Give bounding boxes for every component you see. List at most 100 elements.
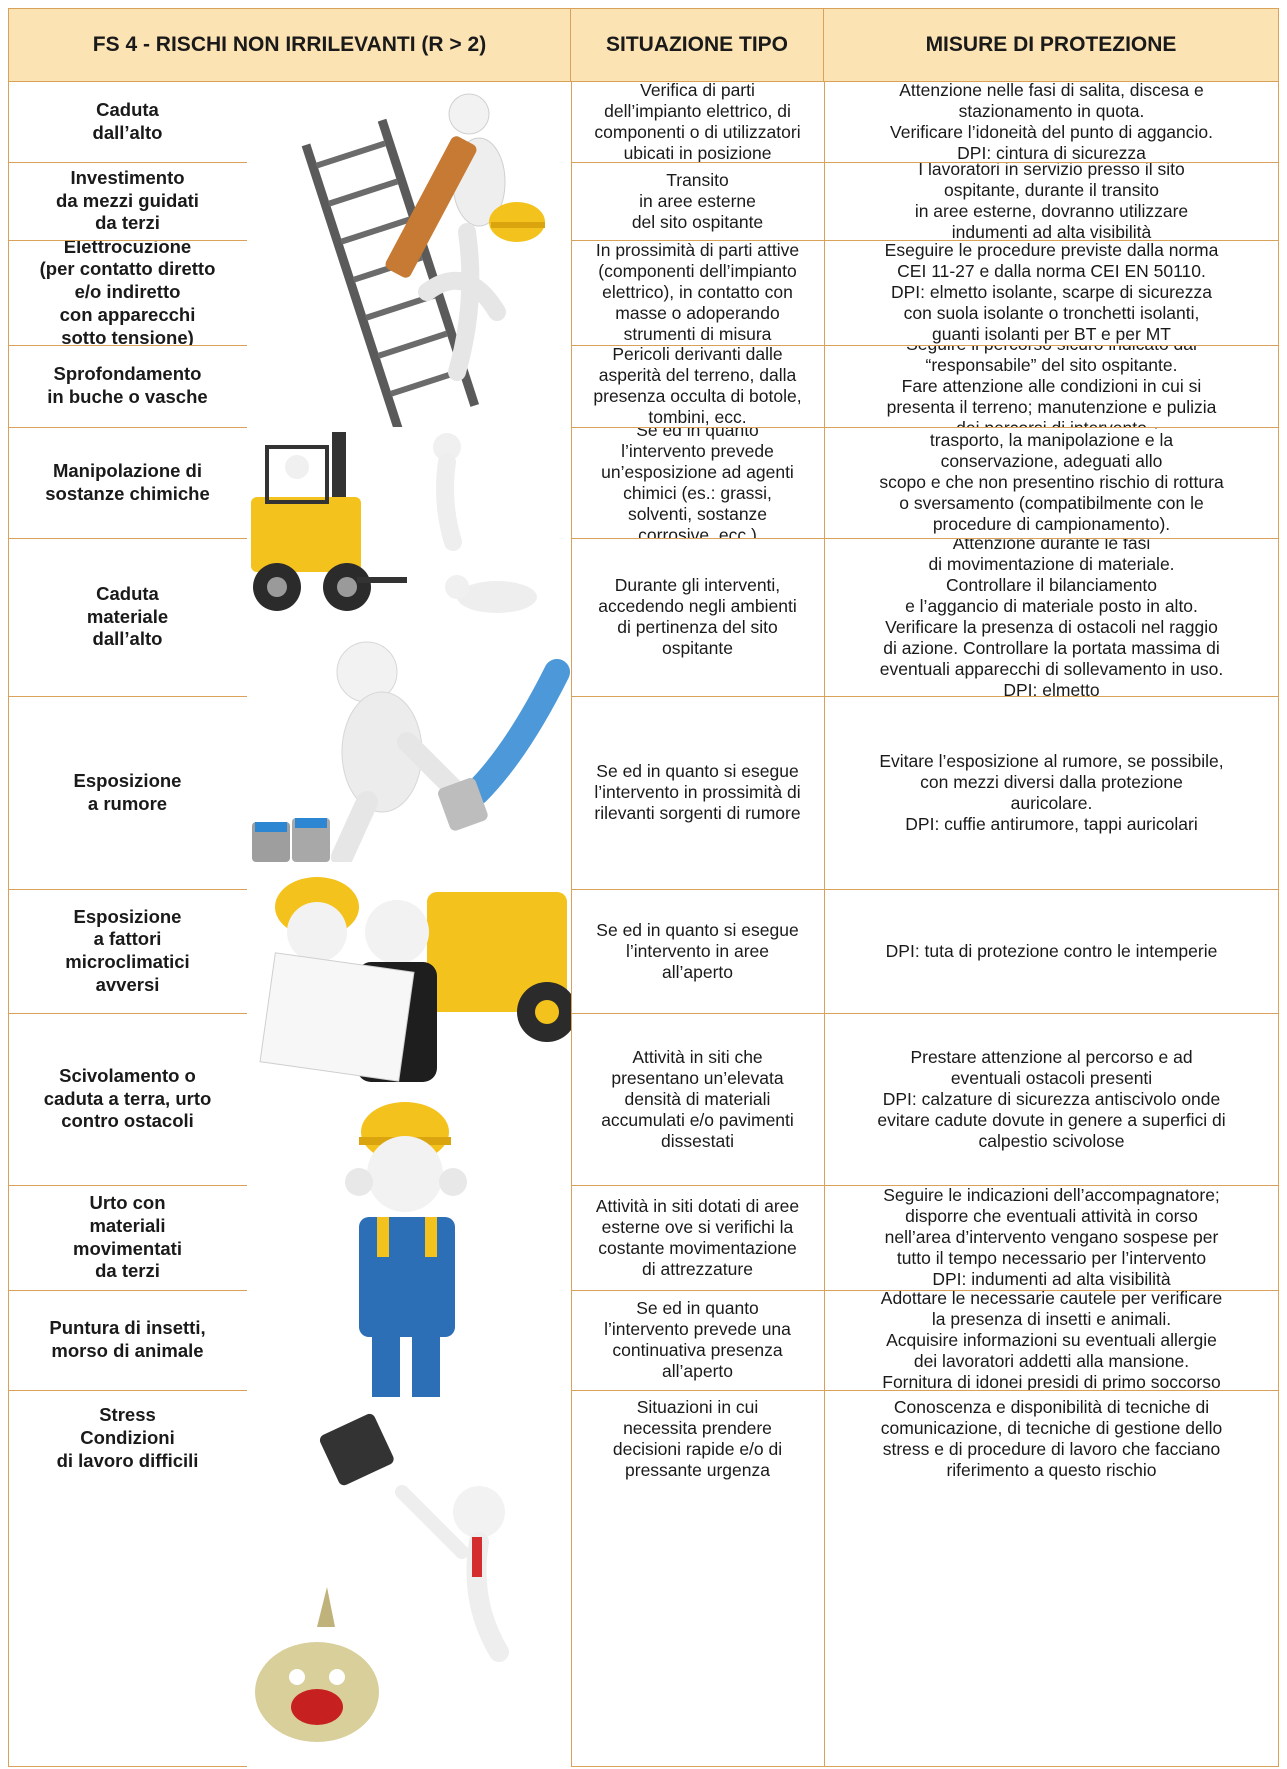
- situation-cell-line: dell’impianto elettrico, di: [604, 101, 791, 121]
- measures-cell-line: Eseguire le procedure previste dalla nor…: [884, 240, 1219, 260]
- risk-cell-line: a fattori: [93, 928, 162, 950]
- measures-cell-line: eventuali apparecchi di sollevamento in …: [879, 659, 1224, 679]
- measures-cell-line: stress e di procedure di lavoro che facc…: [882, 1438, 1221, 1459]
- risk-cell-line: Elettrocuzione: [63, 240, 192, 257]
- situation-cell-line: esterne ove si verifichi la: [601, 1216, 794, 1237]
- row-divider: [8, 1766, 1279, 1767]
- measures-cell-line: Controllare il bilanciamento: [945, 575, 1158, 595]
- measures-cell-line: Fornitura di idonei presidi di primo soc…: [882, 1371, 1221, 1391]
- situation-cell-line: l’intervento prevede: [621, 440, 774, 461]
- measures-cell-line: “responsabile” del sito ospitante.: [925, 354, 1178, 375]
- situation-cell-line: elettrico), in contatto con: [602, 282, 793, 302]
- measures-cell-line: DPI: cintura di sicurezza: [957, 143, 1146, 162]
- risk-cell-line: Scivolamento o: [59, 1064, 196, 1086]
- situation-cell-line: corrosive, ecc.): [638, 524, 757, 539]
- measures-cell-line: Prestare attenzione al percorso e ad: [910, 1046, 1193, 1067]
- column-divider: [824, 82, 825, 1767]
- situation-cell-line: Attività in siti dotati di aree: [595, 1195, 800, 1216]
- measures-cell-line: Acquisire informazioni su eventuali alle…: [886, 1329, 1217, 1350]
- measures-cell-line: Conoscenza e disponibilità di tecniche d…: [893, 1396, 1210, 1417]
- row-divider: [8, 240, 247, 241]
- risk-cell-line: (per contatto diretto: [39, 258, 216, 280]
- risk-cell-line: da terzi: [95, 212, 160, 234]
- risk-cell-line: Manipolazione di: [52, 459, 202, 481]
- situation-cell-line: di pertinenza del sito: [617, 617, 778, 637]
- measures-cell: Uso di contenitori ed accessori per iltr…: [824, 427, 1279, 538]
- risk-cell-line: avversi: [95, 973, 160, 995]
- measures-cell-line: Seguire le indicazioni dell’accompagnato…: [883, 1185, 1220, 1205]
- row-divider: [8, 1185, 247, 1186]
- measures-cell-line: tutto il tempo necessario per l’interven…: [896, 1248, 1207, 1268]
- row-divider: [8, 1013, 247, 1014]
- measures-cell-line: in aree esterne, dovranno utilizzare: [914, 201, 1189, 221]
- measures-cell: Seguire le indicazioni dell’accompagnato…: [824, 1185, 1279, 1290]
- situation-cell-line: in aree esterne: [639, 190, 756, 211]
- situation-cell-line: costante movimentazione: [598, 1237, 797, 1258]
- measures-cell-line: dei lavoratori addetti alla mansione.: [913, 1350, 1190, 1371]
- situation-cell-line: densità di materiali: [624, 1088, 771, 1109]
- risk-cell-line: con apparecchi: [59, 303, 196, 325]
- header-misure: MISURE DI PROTEZIONE: [824, 8, 1279, 82]
- situation-cell-line: l’intervento in aree: [625, 940, 769, 961]
- risk-cell-line: Stress: [99, 1404, 156, 1426]
- measures-cell-line: e l’aggancio di materiale posto in alto.: [905, 596, 1198, 616]
- measures-cell: DPI: tuta di protezione contro le intemp…: [824, 889, 1279, 1013]
- bucket-spill-illustration: [247, 622, 571, 868]
- row-divider: [8, 427, 247, 428]
- situation-cell-line: componenti o di utilizzatori: [594, 122, 801, 142]
- risk-cell-line: Condizioni: [80, 1427, 175, 1449]
- situation-cell-line: Verifica di parti: [640, 82, 755, 100]
- situation-cell-line: Se ed in quanto: [636, 427, 759, 440]
- row-divider: [8, 162, 247, 163]
- measures-cell-line: Attenzione nelle fasi di salita, discesa…: [899, 82, 1204, 100]
- workers-bulldozer-illustration: [247, 862, 571, 1102]
- situation-cell-line: accumulati e/o pavimenti: [601, 1109, 794, 1130]
- row-divider: [571, 696, 1279, 697]
- row-divider: [571, 1013, 1279, 1014]
- measures-cell-line: DPI: elmetto: [1003, 680, 1100, 696]
- situation-cell-line: chimici (es.: grassi,: [623, 482, 772, 503]
- risk-cell-line: in buche o vasche: [47, 386, 208, 407]
- situation-cell: Durante gli interventi,accedendo negli a…: [571, 538, 824, 696]
- header-situazione: SITUAZIONE TIPO: [571, 8, 824, 82]
- situation-cell-line: strumenti di misura: [623, 324, 772, 344]
- measures-cell-line: DPI: cuffie antirumore, tappi auricolari: [905, 813, 1198, 834]
- situation-cell-line: all’aperto: [661, 961, 733, 982]
- measures-cell-line: auricolare.: [1010, 792, 1093, 813]
- measures-cell-line: Evitare l’esposizione al rumore, se poss…: [879, 750, 1224, 771]
- row-divider: [8, 889, 247, 890]
- risk-cell-line: Investimento: [70, 166, 185, 188]
- risk-cell-line: sotto tensione): [61, 326, 194, 345]
- risk-cell: Puntura di insetti,morso di animale: [8, 1290, 247, 1390]
- risk-cell-line: Caduta: [96, 99, 159, 121]
- situation-cell-line: all’aperto: [661, 1361, 733, 1381]
- situation-cell-line: Durante gli interventi,: [614, 575, 781, 595]
- row-divider: [571, 889, 1279, 890]
- header-rischi: FS 4 - RISCHI NON IRRILEVANTI (R > 2): [8, 8, 571, 82]
- measures-cell-line: Seguire il percorso sicuro indicato dal: [887, 345, 1217, 355]
- risk-cell-line: Esposizione: [73, 769, 182, 791]
- situation-cell-line: Pericoli derivanti dalle: [612, 345, 783, 364]
- risk-cell-line: dall’alto: [92, 122, 163, 143]
- measures-cell-line: DPI: calzature di sicurezza antiscivolo …: [882, 1088, 1221, 1109]
- situation-cell-line: ubicati in posizione: [623, 143, 772, 162]
- measures-cell-line: I lavoratori in servizio presso il sito: [918, 162, 1185, 179]
- measures-cell-line: stazionamento in quota.: [958, 101, 1145, 121]
- forklift-illustration: [247, 427, 571, 622]
- risk-cell-line: Sprofondamento: [53, 363, 202, 385]
- risk-cell-line: da mezzi guidati: [56, 189, 199, 211]
- measures-cell-line: Verificare l’idoneità del punto di aggan…: [890, 122, 1213, 142]
- situation-cell-line: di attrezzature: [642, 1258, 753, 1279]
- measures-cell-line: guanti isolanti per BT e per MT: [932, 324, 1171, 344]
